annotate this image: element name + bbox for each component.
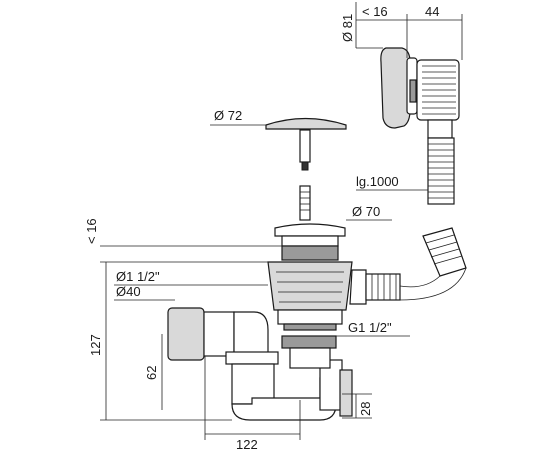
- connector-thread-label: G1 1/2": [348, 320, 392, 335]
- bottle-trap: [167, 307, 353, 421]
- waste-body: [267, 223, 401, 331]
- dimension-lines: [100, 2, 463, 440]
- horizontal-spacing-label: 122: [236, 437, 258, 450]
- dimension-labels: Ø 81 < 16 44 Ø 72 lg.1000 Ø 70 < 16 Ø1 1…: [84, 4, 439, 450]
- outlet-diameter-label: Ø40: [116, 284, 141, 299]
- overflow-width-label: 44: [425, 4, 439, 19]
- overflow-head: [380, 47, 460, 139]
- thread-size-label: Ø1 1/2": [116, 269, 160, 284]
- total-height-label: 127: [88, 334, 103, 356]
- plug-diameter-label: Ø 72: [214, 108, 242, 123]
- pop-up-plug: [265, 117, 347, 221]
- corrugated-hose: [399, 137, 467, 301]
- outlet-offset-label: 28: [358, 402, 373, 416]
- outlet-height-label: 62: [144, 366, 159, 380]
- rim-thickness-label: < 16: [84, 218, 99, 244]
- hose-length-label: lg.1000: [356, 174, 399, 189]
- waste-diameter-label: Ø 70: [352, 204, 380, 219]
- overflow-depth-label: < 16: [362, 4, 388, 19]
- overflow-diameter-label: Ø 81: [340, 14, 355, 42]
